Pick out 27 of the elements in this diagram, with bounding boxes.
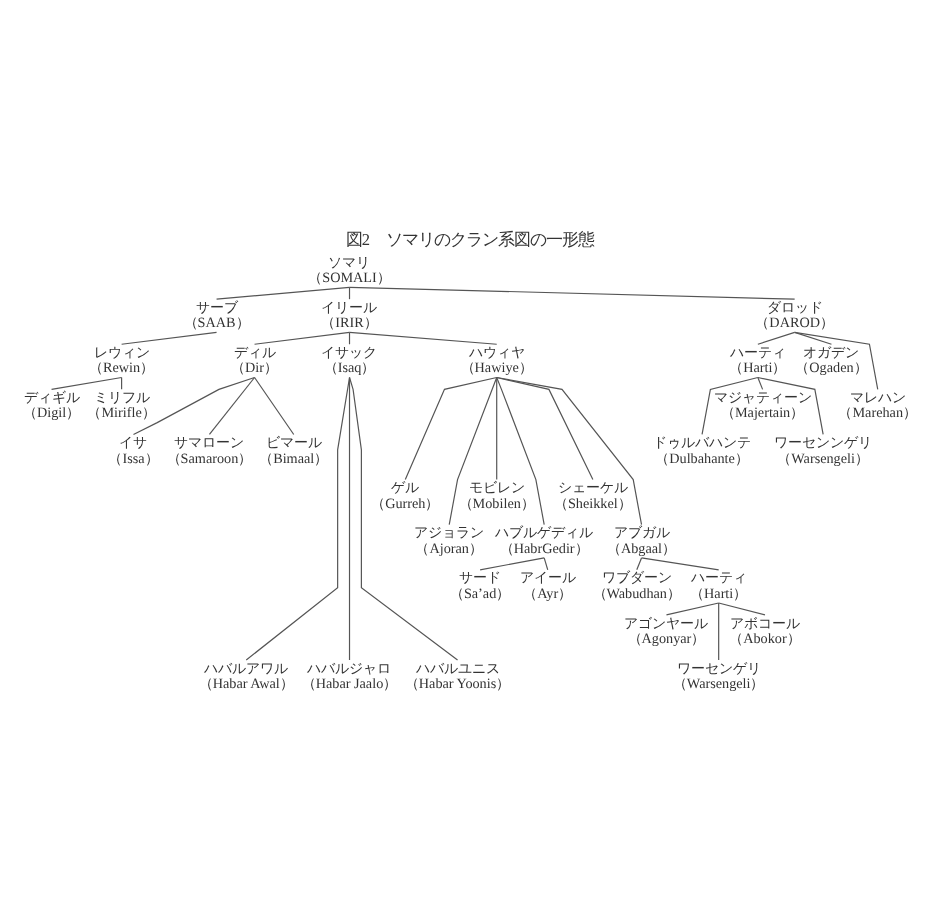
connector [794, 330, 879, 389]
connector [794, 330, 833, 344]
connector [348, 375, 459, 660]
connector [757, 330, 796, 344]
connector [496, 375, 498, 480]
connector [640, 556, 720, 570]
connector [665, 601, 720, 615]
connector [132, 375, 256, 435]
connector [496, 375, 594, 480]
connector [479, 556, 545, 570]
diagram-title: 図2 ソマリのクラン系図の一形態 [345, 229, 595, 248]
connector [718, 601, 720, 660]
connector [496, 375, 643, 525]
connector [121, 330, 218, 344]
connector [253, 375, 295, 435]
connector [757, 375, 764, 389]
connector [496, 375, 545, 525]
connector [636, 556, 643, 570]
connector [701, 375, 759, 435]
connector [448, 375, 498, 525]
connector [348, 375, 351, 660]
connector [208, 375, 256, 435]
connector [718, 601, 766, 615]
connector [543, 556, 549, 570]
connector [245, 375, 351, 660]
connector [404, 375, 498, 480]
connector [757, 375, 824, 435]
